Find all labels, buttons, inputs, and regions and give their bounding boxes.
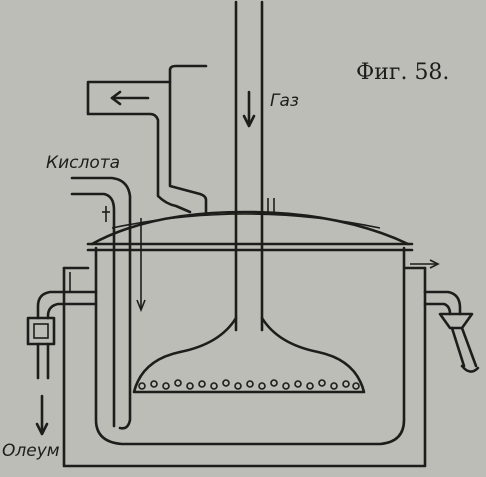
acid-label: Кислота [46, 153, 120, 173]
reactor-lid [90, 198, 410, 246]
gas-bubbles [138, 379, 360, 390]
outer-jacket [62, 259, 440, 468]
oleum-label: Олеум [2, 441, 60, 461]
gas-label: Газ [270, 91, 299, 111]
gas-inlet-tube [132, 0, 366, 394]
figure-caption: Фиг. 58. [356, 60, 449, 85]
reactor-vessel [86, 242, 414, 446]
oleum-outlet [26, 272, 98, 436]
acid-inlet-pipe [70, 176, 146, 430]
overflow-outlet [423, 290, 480, 373]
gas-outlet-pipe [86, 64, 208, 216]
